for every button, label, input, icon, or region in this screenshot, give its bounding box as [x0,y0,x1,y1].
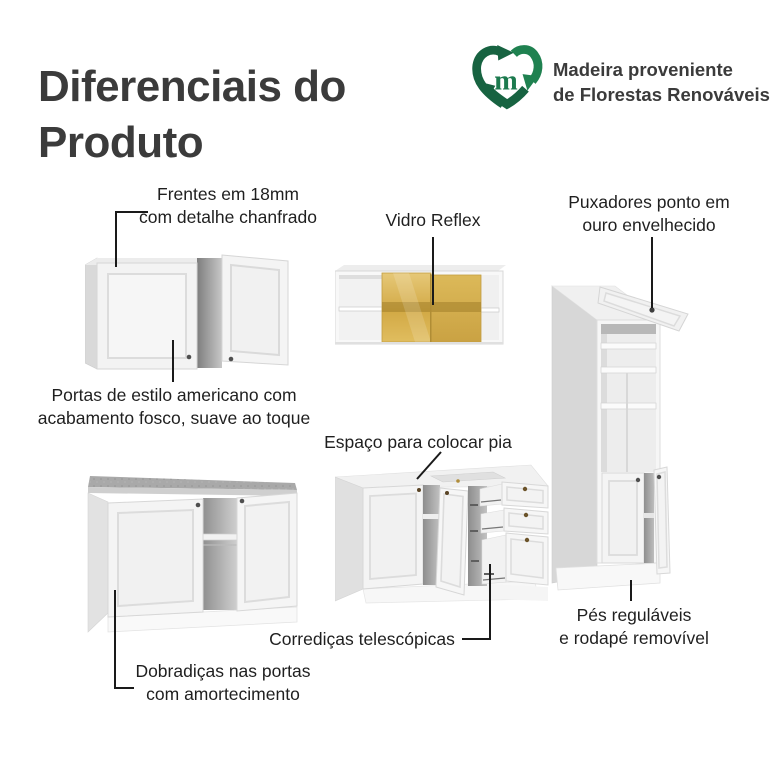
telescopic-slide [470,530,478,532]
door-knob-icon [228,356,234,362]
granite-countertop [88,476,297,490]
gold-knob-icon [522,486,528,492]
callout-label-vidro: Vidro Reflex [385,210,481,230]
eco-badge-letter: m [494,66,517,97]
sink-cabinet-illustration [335,464,549,604]
reflex-glass-door [430,274,482,343]
callout-line-corredicas [462,564,491,640]
gold-knob-icon [523,512,529,518]
drawer-front [501,481,549,509]
eco-badge-line1: Madeira proveniente [553,59,733,80]
tall-cabinet-illustration [551,285,689,591]
gold-knob-icon [445,491,449,495]
reflex-glass-door [381,272,432,343]
telescopic-slide [471,560,479,562]
drawer-front [503,507,549,535]
glass-cabinet-illustration [335,265,506,345]
callout-label-dobradicas: Dobradiças nas portas com amortecimento [135,661,311,704]
door-knob-icon [239,498,245,504]
drawer-front [505,532,549,586]
callout-label-pes: Pés reguláveis e rodapé removível [559,605,709,648]
eco-badge: m Madeira proveniente de Florestas Renov… [470,44,770,114]
callout-label-puxadores: Puxadores ponto em ouro envelhecido [568,192,730,235]
eco-badge-line2: de Florestas Renováveis [553,84,770,105]
gold-handle-icon [649,307,655,313]
callout-label-frentes: Frentes em 18mm com detalhe chanfrado [138,184,318,227]
door-knob-icon [186,354,192,360]
gold-knob-icon [417,488,421,492]
eco-badge-text: Madeira proveniente de Florestas Renováv… [553,57,770,114]
callout-line-espaco [416,451,442,480]
gold-knob-icon [524,537,530,543]
flip-up-door [597,286,689,332]
removable-plinth [555,562,661,591]
door-knob-icon [635,477,641,483]
recycle-heart-icon: m [472,44,543,110]
callout-label-corredicas: Corrediças telescópicas [269,629,455,649]
page-title: Diferenciais do Produto [38,62,346,168]
telescopic-slide [470,504,478,506]
door-knob-icon [195,502,201,508]
callout-label-espaco: Espaço para colocar pia [324,432,512,452]
counter-cabinet-illustration [87,476,298,633]
callout-label-portas: Portas de estilo americano com acabament… [37,385,311,428]
sink-top-opening [335,464,549,489]
wall-cabinet-illustration [85,254,289,370]
door-knob-icon [656,474,662,480]
